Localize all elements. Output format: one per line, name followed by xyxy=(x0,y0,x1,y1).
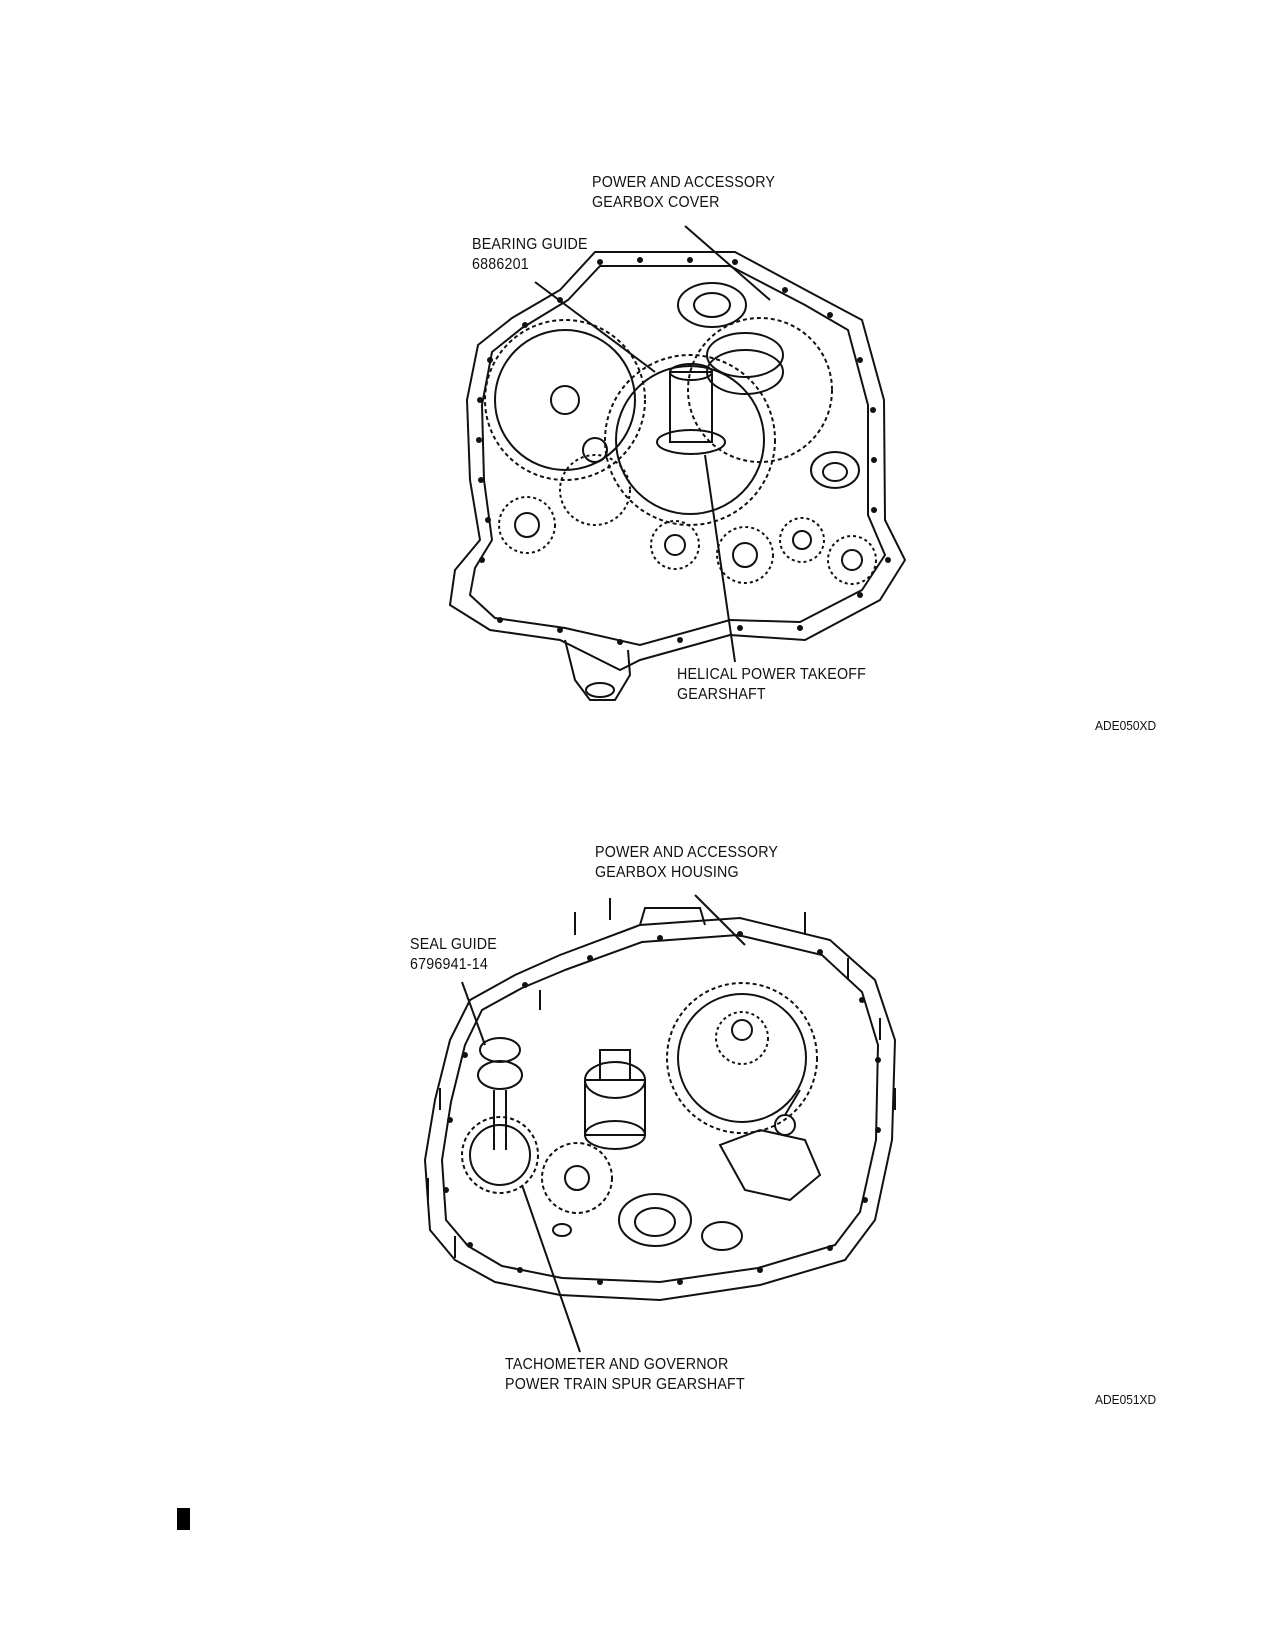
callout-bearing-guide: BEARING GUIDE 6886201 xyxy=(472,235,588,275)
callout-line: GEARBOX COVER xyxy=(592,194,720,211)
callout-line: POWER TRAIN SPUR GEARSHAFT xyxy=(505,1376,745,1393)
callout-gearbox-housing: POWER AND ACCESSORY GEARBOX HOUSING xyxy=(595,843,778,883)
small-gear xyxy=(650,520,700,570)
governor-gear xyxy=(541,1142,613,1214)
tachometer-gear xyxy=(461,1116,539,1194)
callout-line: BEARING GUIDE xyxy=(472,236,588,253)
leader-line xyxy=(534,281,656,373)
leader-line xyxy=(684,225,771,301)
cover-flange xyxy=(448,251,907,672)
callout-line: POWER AND ACCESSORY xyxy=(592,174,776,191)
callout-spur-gearshaft: TACHOMETER AND GOVERNOR POWER TRAIN SPUR… xyxy=(505,1355,745,1395)
callout-line: GEARBOX HOUSING xyxy=(595,864,739,881)
right-boss xyxy=(701,1221,743,1251)
callout-helical-gearshaft: HELICAL POWER TAKEOFF GEARSHAFT xyxy=(677,665,866,705)
housing-inner-rim xyxy=(440,933,880,1284)
housing-flange xyxy=(423,916,897,1302)
mounting-foot xyxy=(564,639,632,701)
seal-guide xyxy=(479,1037,521,1063)
callout-line: 6886201 xyxy=(472,256,529,273)
small-gear xyxy=(779,517,825,563)
callout-line: HELICAL POWER TAKEOFF xyxy=(677,666,867,683)
callout-line: POWER AND ACCESSORY xyxy=(595,844,779,861)
studs xyxy=(427,898,896,1258)
gearbox-housing-illustration xyxy=(423,894,897,1353)
right-boss xyxy=(810,451,860,489)
callout-line: 6796941-14 xyxy=(410,956,488,973)
change-bar xyxy=(177,1508,190,1530)
leader-line xyxy=(461,981,486,1046)
figure-id: ADE050XD xyxy=(1095,718,1157,733)
top-bearing xyxy=(677,282,747,328)
callout-gearbox-cover: POWER AND ACCESSORY GEARBOX COVER xyxy=(592,173,775,213)
callout-seal-guide: SEAL GUIDE 6796941-14 xyxy=(410,935,497,975)
small-gear xyxy=(716,526,774,584)
upper-right-gear xyxy=(687,317,833,463)
leader-line xyxy=(704,454,736,663)
large-left-gear xyxy=(484,319,646,481)
callout-line: GEARSHAFT xyxy=(677,686,766,703)
large-spur-gear xyxy=(666,982,818,1134)
callout-line: TACHOMETER AND GOVERNOR xyxy=(505,1356,729,1373)
lower-bearing xyxy=(618,1193,692,1247)
bolt-holes xyxy=(476,257,891,645)
small-gear xyxy=(827,535,877,585)
bolt-holes xyxy=(443,931,881,1285)
small-gear xyxy=(559,454,631,526)
plug xyxy=(552,1223,572,1237)
cover-inner-rim xyxy=(468,265,887,647)
linkage-arm xyxy=(718,1128,822,1202)
callout-line: SEAL GUIDE xyxy=(410,936,497,953)
gearbox-cover-illustration xyxy=(448,225,907,701)
top-boss xyxy=(639,907,706,926)
figure-id: ADE051XD xyxy=(1095,1392,1157,1407)
foot-boss xyxy=(585,682,615,698)
small-gear xyxy=(498,496,556,554)
leader-line xyxy=(521,1184,581,1353)
output-shaft xyxy=(669,371,713,443)
